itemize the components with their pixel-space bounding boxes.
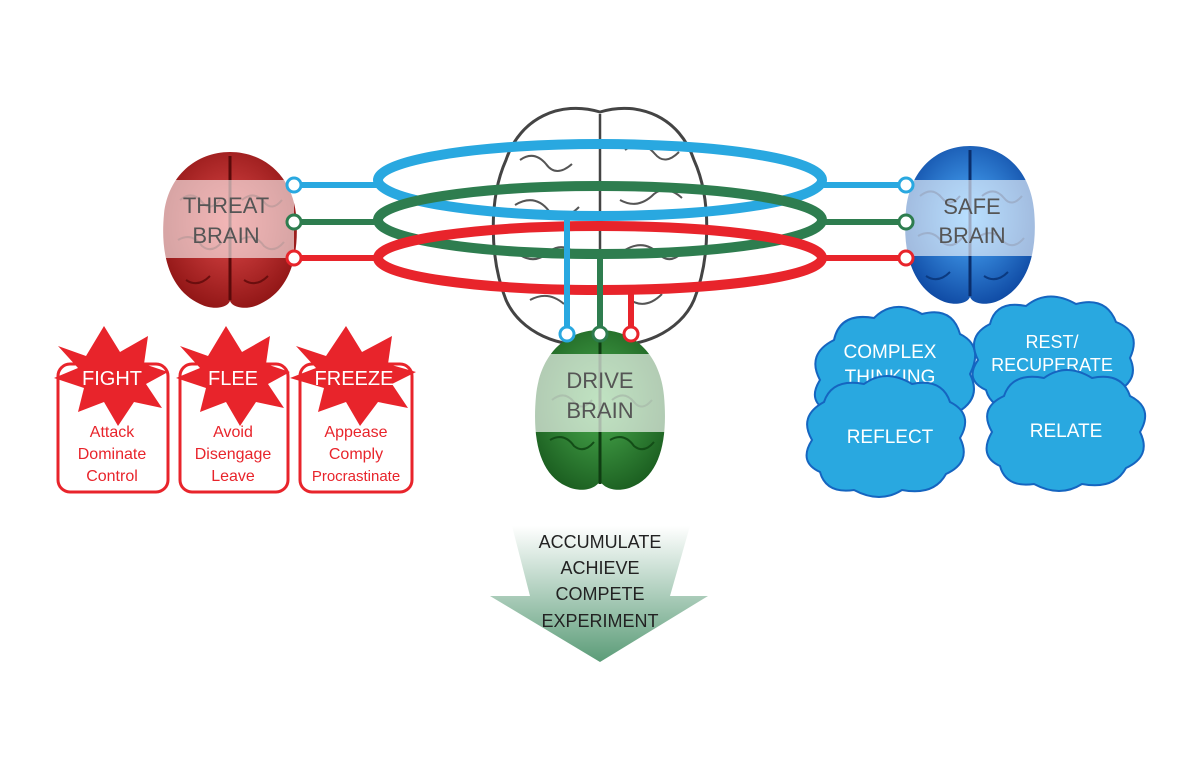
connector-nodes bbox=[285, 176, 915, 343]
flee-item-3: Leave bbox=[211, 468, 255, 485]
node-safe-middle bbox=[897, 213, 915, 231]
drive-action-3: COMPETE bbox=[555, 584, 644, 604]
threat-responses: FIGHT Attack Dominate Control FLEE Avoid… bbox=[54, 326, 416, 494]
freeze-item-3: Procrastinate bbox=[312, 468, 400, 485]
node-threat-top bbox=[285, 176, 303, 194]
cloud-relate-text: RELATE bbox=[1030, 421, 1103, 442]
flee-item-2: Disengage bbox=[195, 446, 272, 463]
flee-item-1: Avoid bbox=[213, 424, 253, 441]
node-safe-bottom bbox=[897, 249, 915, 267]
cloud-relate: RELATE bbox=[985, 369, 1147, 492]
drive-brain-label-2: BRAIN bbox=[566, 398, 633, 423]
drive-action-4: EXPERIMENT bbox=[541, 611, 658, 631]
node-safe-top bbox=[897, 176, 915, 194]
cloud-rest-line-1: REST/ bbox=[1025, 332, 1078, 352]
threat-brain: THREAT BRAIN bbox=[158, 152, 297, 308]
cloud-rest-line-2: RECUPERATE bbox=[991, 355, 1113, 375]
threat-brain-label-1: THREAT bbox=[183, 193, 269, 218]
connector-lines bbox=[294, 182, 906, 334]
flee-title: FLEE bbox=[208, 368, 258, 390]
response-card-freeze: FREEZE Appease Comply Procrastinate bbox=[290, 326, 416, 494]
freeze-item-2: Comply bbox=[329, 446, 383, 463]
node-threat-middle bbox=[285, 213, 303, 231]
cloud-complex-line-1: COMPLEX bbox=[844, 342, 937, 363]
ring-top bbox=[373, 139, 827, 221]
fight-item-1: Attack bbox=[90, 424, 135, 441]
fight-item-3: Control bbox=[86, 468, 138, 485]
response-card-flee: FLEE Avoid Disengage Leave bbox=[176, 326, 290, 494]
safe-brain: SAFE BRAIN bbox=[900, 146, 1040, 304]
node-drive-middle bbox=[591, 325, 609, 343]
drive-actions-arrow: ACCUMULATE ACHIEVE COMPETE EXPERIMENT bbox=[490, 526, 708, 662]
freeze-item-1: Appease bbox=[324, 424, 387, 441]
node-drive-top bbox=[558, 325, 576, 343]
drive-action-1: ACCUMULATE bbox=[539, 532, 662, 552]
drive-brain: DRIVE BRAIN bbox=[530, 330, 670, 490]
safe-brain-label-2: BRAIN bbox=[938, 223, 1005, 248]
safe-brain-label-1: SAFE bbox=[943, 194, 1000, 219]
node-threat-bottom bbox=[285, 249, 303, 267]
freeze-title: FREEZE bbox=[315, 368, 394, 390]
response-card-fight: FIGHT Attack Dominate Control bbox=[54, 326, 170, 494]
threat-brain-label-2: BRAIN bbox=[192, 223, 259, 248]
cloud-reflect-text: REFLECT bbox=[847, 427, 934, 448]
fight-item-2: Dominate bbox=[78, 446, 147, 463]
drive-brain-label-1: DRIVE bbox=[566, 368, 633, 393]
safe-clouds: COMPLEX THINKING REST/ RECUPERATE REFLEC… bbox=[805, 295, 1147, 498]
cloud-reflect: REFLECT bbox=[805, 375, 967, 498]
drive-action-2: ACHIEVE bbox=[560, 558, 639, 578]
fight-title: FIGHT bbox=[82, 368, 142, 390]
node-drive-bottom bbox=[622, 325, 640, 343]
